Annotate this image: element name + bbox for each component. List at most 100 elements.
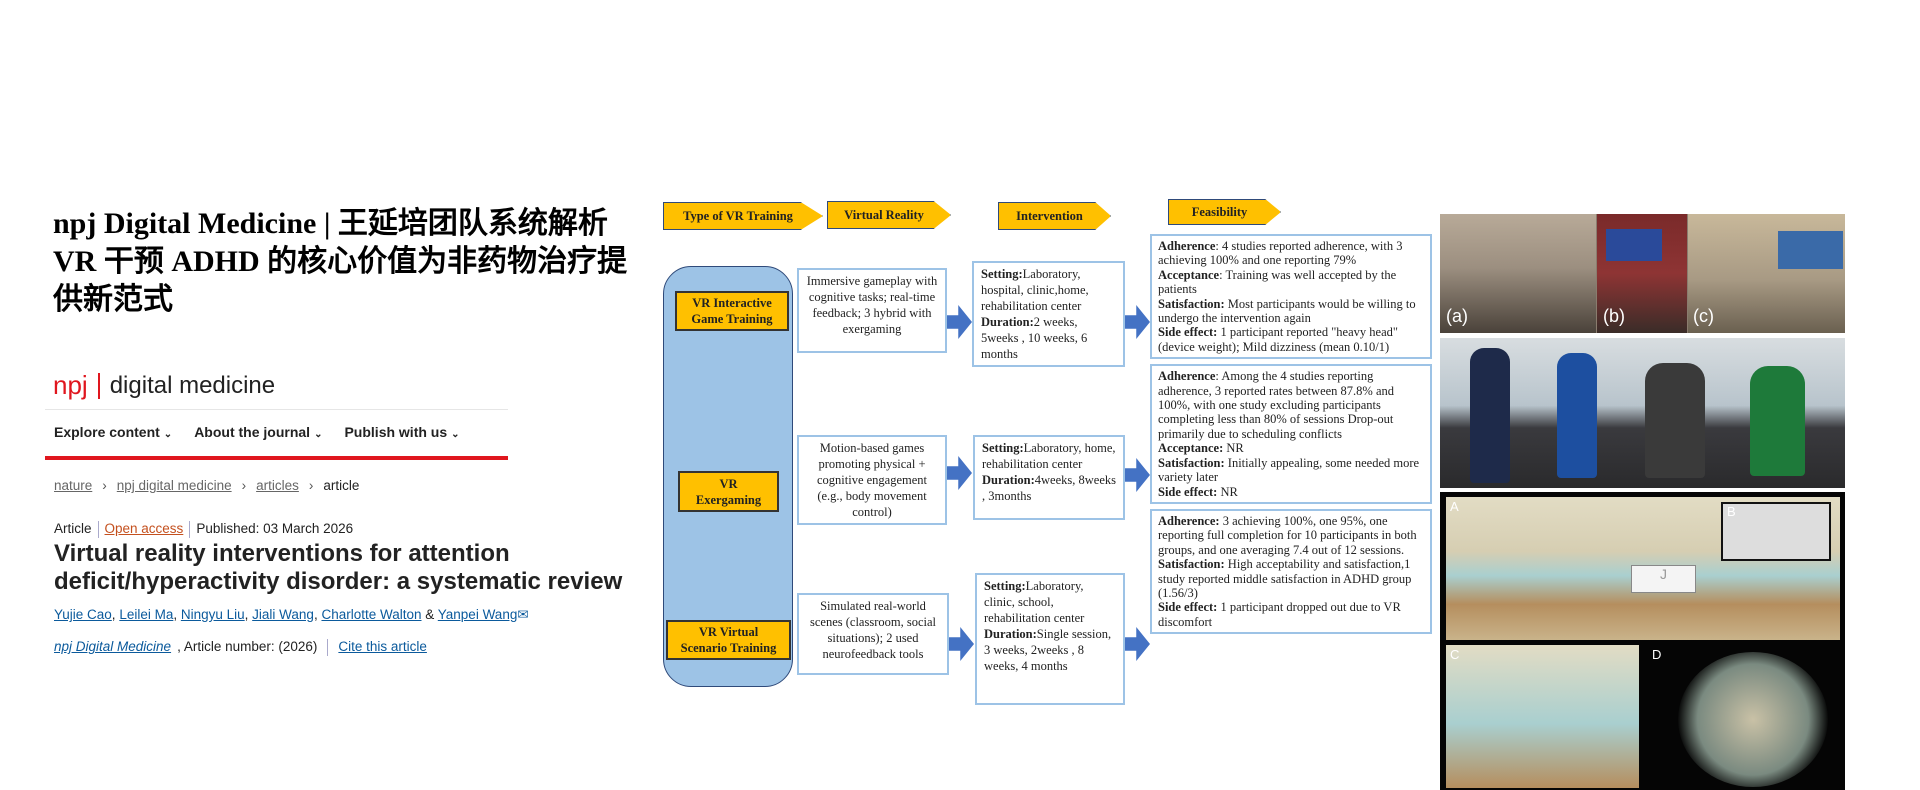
- feasibility-item: Side effect: NR: [1158, 484, 1238, 499]
- arrow-right-icon: [947, 305, 972, 339]
- vr-description: Simulated real-world scenes (classroom, …: [797, 593, 949, 675]
- author-link[interactable]: Leilei Ma: [119, 607, 174, 622]
- intervention-box: Setting:Laboratory, clinic, school, reha…: [975, 573, 1125, 705]
- duration-value: Single session, 3 weeks, 2weeks , 8 week…: [984, 627, 1112, 673]
- arrow-right-icon: [947, 456, 972, 490]
- arrow-right-icon: [1125, 305, 1150, 339]
- nav-label: About the journal: [194, 424, 311, 440]
- setting-value: Laboratory, hospital, clinic,home, rehab…: [981, 267, 1089, 313]
- article-header: Article Open access Published: 03 March …: [54, 520, 654, 656]
- chevron-right-icon: ›: [102, 478, 107, 493]
- header-virtual-reality: Virtual Reality: [827, 201, 951, 229]
- photo-virtual-classroom: J A B C D: [1440, 492, 1845, 790]
- feasibility-box: Adherence: 4 studies reported adherence,…: [1150, 234, 1432, 360]
- type-label: VR Interactive Game Training: [675, 291, 789, 331]
- panel-label: B: [1727, 504, 1736, 519]
- feasibility-item: Satisfaction: High acceptability and sat…: [1158, 557, 1412, 600]
- breadcrumb-nature[interactable]: nature: [54, 478, 93, 493]
- duration-label: Duration:: [984, 627, 1037, 641]
- author-link[interactable]: Jiali Wang: [252, 607, 314, 622]
- arrow-right-icon: [949, 627, 974, 661]
- photo-panel-a: [1440, 214, 1596, 333]
- breadcrumb: nature› npj digital medicine› articles› …: [54, 478, 359, 493]
- panel-label: D: [1652, 647, 1662, 662]
- person-figure: [1645, 363, 1705, 478]
- article-type: Article: [54, 521, 92, 536]
- classroom-scene-d: [1678, 652, 1828, 787]
- nav-label: Explore content: [54, 424, 160, 440]
- vr-description: Immersive gameplay with cognitive tasks;…: [797, 268, 947, 353]
- panel-label: C: [1450, 647, 1460, 662]
- duration-value: 4weeks, 8weeks , 3months: [982, 473, 1117, 503]
- chevron-down-icon: ⌄: [163, 429, 173, 440]
- author-list: Yujie Cao, Leilei Ma, Ningyu Liu, Jiali …: [54, 607, 529, 622]
- duration-value: 2 weeks, 5weeks , 10 weeks, 6 months: [981, 315, 1088, 361]
- journal-line: npj Digital Medicine , Article number: (…: [54, 638, 654, 656]
- author-link[interactable]: Yujie Cao: [54, 607, 112, 622]
- type-label: VR Virtual Scenario Training: [666, 620, 791, 660]
- open-access-link[interactable]: Open access: [104, 521, 184, 536]
- photo-vr-game-setups: (a) (b) (c): [1440, 214, 1845, 333]
- feasibility-column: Adherence: 4 studies reported adherence,…: [1150, 234, 1432, 635]
- post-title: npj Digital Medicine | 王延培团队系统解析VR 干预 AD…: [53, 207, 628, 316]
- nav-explore-content[interactable]: Explore content⌄: [54, 424, 172, 440]
- intervention-box: Setting:Laboratory, hospital, clinic,hom…: [972, 261, 1125, 367]
- divider: [45, 409, 508, 410]
- author-link[interactable]: Yanpei Wang: [437, 607, 518, 622]
- feasibility-item: Satisfaction: Initially appealing, some …: [1158, 455, 1420, 485]
- feasibility-item: Adherence: 3 achieving 100%, one 95%, on…: [1158, 513, 1417, 557]
- monitor: [1778, 231, 1843, 269]
- author-link[interactable]: Ningyu Liu: [180, 607, 245, 622]
- header-feasibility: Feasibility: [1168, 199, 1281, 225]
- panel-label: (c): [1693, 306, 1714, 326]
- breadcrumb-journal[interactable]: npj digital medicine: [116, 478, 232, 493]
- inset-photo-b: [1721, 502, 1831, 561]
- journal-link[interactable]: npj Digital Medicine: [54, 638, 171, 656]
- separator: [97, 520, 99, 538]
- breadcrumb-articles[interactable]: articles: [256, 478, 299, 493]
- article-title: Virtual reality interventions for attent…: [54, 540, 623, 595]
- photo-vr-exergaming: [1440, 338, 1845, 488]
- breadcrumb-current: article: [323, 478, 360, 493]
- author-link[interactable]: Charlotte Walton: [321, 607, 422, 622]
- feasibility-item: Adherence: 4 studies reported adherence,…: [1158, 239, 1403, 268]
- feasibility-box: Adherence: Among the 4 studies reporting…: [1150, 364, 1432, 504]
- panel-label: (b): [1603, 306, 1625, 326]
- cite-article-link[interactable]: Cite this article: [338, 639, 427, 654]
- chevron-right-icon: ›: [241, 478, 247, 493]
- nav-label: Publish with us: [344, 424, 448, 440]
- person-figure: [1557, 353, 1597, 478]
- arrow-right-icon: [1125, 627, 1150, 661]
- monitor: [1606, 229, 1662, 261]
- setting-value: Laboratory, clinic, school, rehabilitati…: [984, 579, 1085, 625]
- setting-label: Setting:: [981, 267, 1023, 281]
- nav-underline: [45, 456, 508, 460]
- separator: [327, 638, 329, 656]
- classroom-scene-c: [1446, 645, 1639, 788]
- person-figure: [1470, 348, 1510, 483]
- nav-publish[interactable]: Publish with us⌄: [344, 424, 459, 440]
- feasibility-item: Side effect: 1 participant dropped out d…: [1158, 600, 1401, 629]
- photo-panel-b: [1597, 214, 1687, 333]
- feasibility-item: Satisfaction: Most participants would be…: [1158, 296, 1416, 326]
- duration-label: Duration:: [982, 473, 1035, 487]
- photo-panel-c: [1688, 214, 1845, 333]
- feasibility-item: Adherence: Among the 4 studies reporting…: [1158, 369, 1394, 441]
- journal-name: npj Digital Medicine: [54, 639, 172, 654]
- chevron-down-icon: ⌄: [451, 429, 460, 440]
- intervention-box: Setting:Laboratory, home, rehabilitation…: [973, 435, 1125, 520]
- chevron-down-icon: ⌄: [314, 429, 323, 440]
- duration-label: Duration:: [981, 315, 1034, 329]
- feasibility-box: Adherence: 3 achieving 100%, one 95%, on…: [1150, 508, 1432, 635]
- vr-description: Motion-based games promoting physical + …: [797, 435, 947, 525]
- setting-label: Setting:: [982, 441, 1024, 455]
- setting-value: Laboratory, home, rehabilitation center: [982, 441, 1116, 471]
- chevron-right-icon: ›: [308, 478, 314, 493]
- logo-brand: npj: [53, 370, 88, 400]
- mail-icon[interactable]: ✉: [517, 607, 529, 622]
- nav-about-journal[interactable]: About the journal⌄: [194, 424, 322, 440]
- feasibility-item: Acceptance: NR: [1158, 441, 1244, 456]
- setting-label: Setting:: [984, 579, 1026, 593]
- journal-logo[interactable]: npj digital medicine: [53, 370, 275, 401]
- classroom-screen: J: [1631, 565, 1696, 593]
